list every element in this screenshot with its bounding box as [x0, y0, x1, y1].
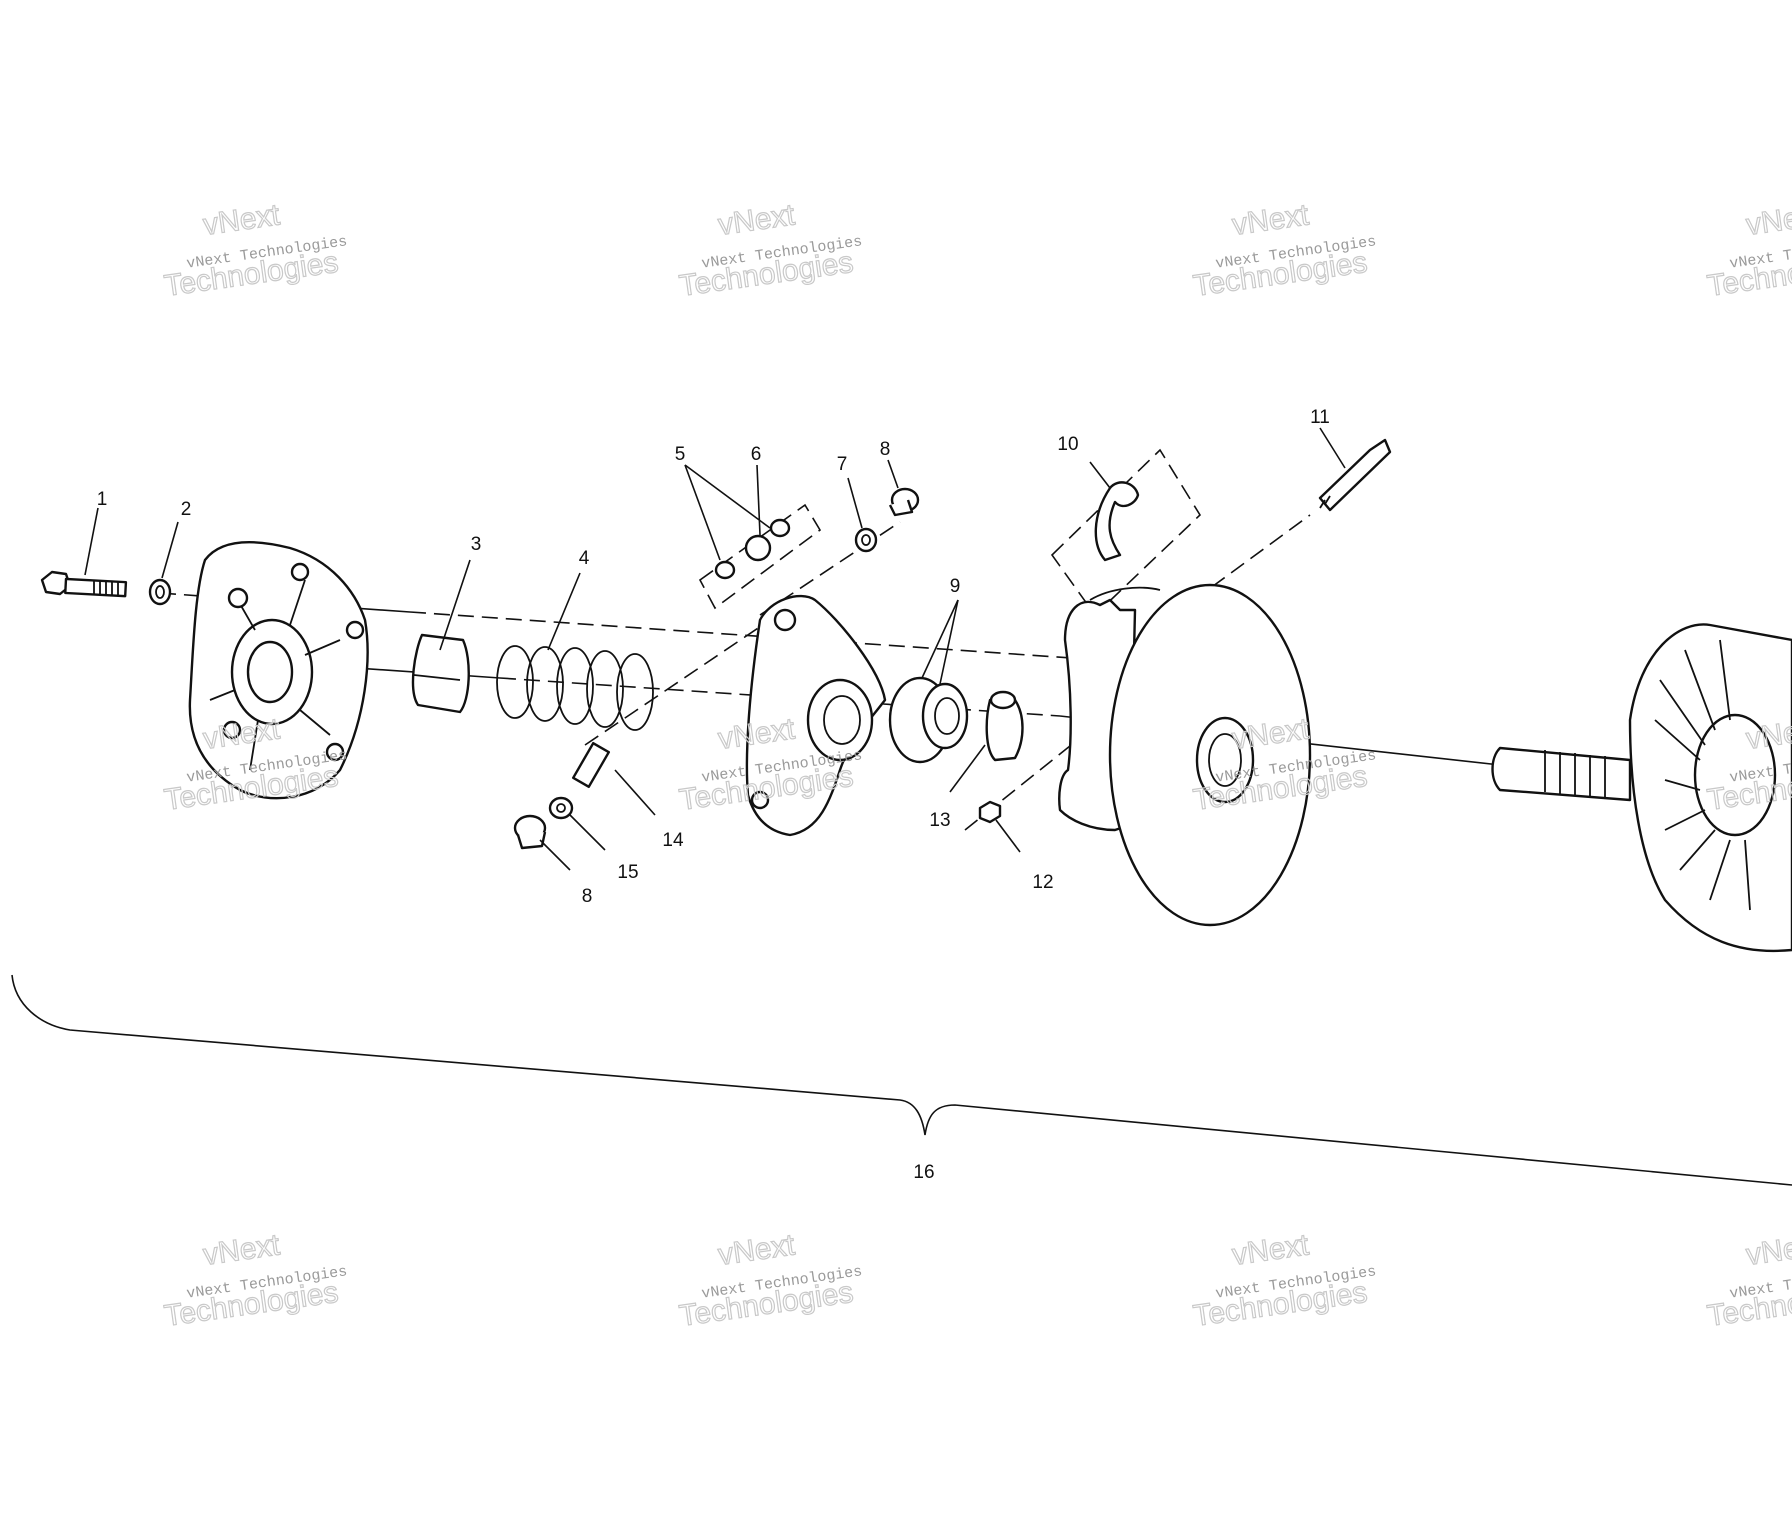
callout-2: 2 [181, 499, 192, 520]
callout-7: 7 [837, 454, 848, 475]
bushing-group-5-6 [698, 503, 822, 610]
svg-text:vNext: vNext [716, 1228, 797, 1271]
callout-8-top: 8 [880, 439, 891, 460]
pin-part-14 [572, 741, 610, 789]
svg-text:vNext: vNext [1744, 1228, 1792, 1271]
svg-text:vNext: vNext [201, 198, 282, 241]
sleeve-part-13 [985, 690, 1024, 762]
svg-text:vNext: vNext [1744, 198, 1792, 241]
watermark: vNext vNext Technologies Technologies [162, 1228, 349, 1334]
callout-11: 11 [1310, 407, 1330, 428]
pin-part-11 [1318, 438, 1392, 512]
watermark: vNext vNext Technologies Technologies [1191, 1228, 1378, 1334]
watermark: vNext vNext Technologies Technologies [677, 1228, 864, 1334]
washer-part-2 [148, 578, 172, 606]
spider-hub [745, 594, 887, 837]
nut-part-12 [978, 800, 1002, 824]
clutch-cover-plate [188, 540, 369, 800]
assembly-brace [11, 974, 1792, 1186]
bushings-part-9 [888, 676, 969, 764]
spring-part-4 [496, 645, 654, 731]
callout-15: 15 [617, 862, 638, 883]
svg-text:vNext: vNext [1230, 1228, 1311, 1271]
watermark: vNext vNext Technologies Technologies [1191, 198, 1378, 304]
svg-text:vNext: vNext [201, 1228, 282, 1271]
ring-part-3 [411, 633, 470, 714]
callout-13: 13 [929, 810, 950, 831]
watermark: vNext vNext Technologies Technologies [1705, 1228, 1792, 1334]
watermark-layer: vNext vNext Technologies Technologies vN… [162, 198, 1792, 1334]
cam-weight-part-10 [1050, 448, 1202, 617]
bolt-part-1 [40, 570, 128, 598]
callout-16: 16 [913, 1162, 934, 1183]
callout-8-bottom: 8 [582, 886, 593, 907]
callout-12: 12 [1032, 872, 1053, 893]
watermark: vNext vNext Technologies Technologies [162, 198, 349, 304]
callout-9: 9 [950, 576, 961, 597]
svg-text:vNext: vNext [1230, 198, 1311, 241]
fixed-sheave-shaft [1491, 623, 1792, 953]
callout-10: 10 [1057, 434, 1078, 455]
cap-part-8-top [888, 487, 920, 517]
moveable-sheave [1058, 583, 1312, 927]
washer-part-7 [854, 527, 878, 553]
callout-6: 6 [751, 444, 762, 465]
callout-labels: 1 2 3 4 5 6 7 8 9 10 11 12 13 14 15 8 16 [97, 407, 1330, 1183]
leader-lines [84, 427, 1346, 871]
callout-1: 1 [97, 489, 108, 510]
callout-14: 14 [662, 830, 684, 851]
watermark: vNext vNext Technologies Technologies [677, 198, 864, 304]
washer-part-15 [548, 796, 574, 820]
callout-3: 3 [471, 534, 482, 555]
svg-text:vNext: vNext [716, 198, 797, 241]
callout-4: 4 [579, 548, 590, 569]
callout-5: 5 [675, 444, 686, 465]
cap-part-8-bottom [513, 814, 547, 850]
watermark: vNext vNext Technologies Technologies [1705, 198, 1792, 304]
